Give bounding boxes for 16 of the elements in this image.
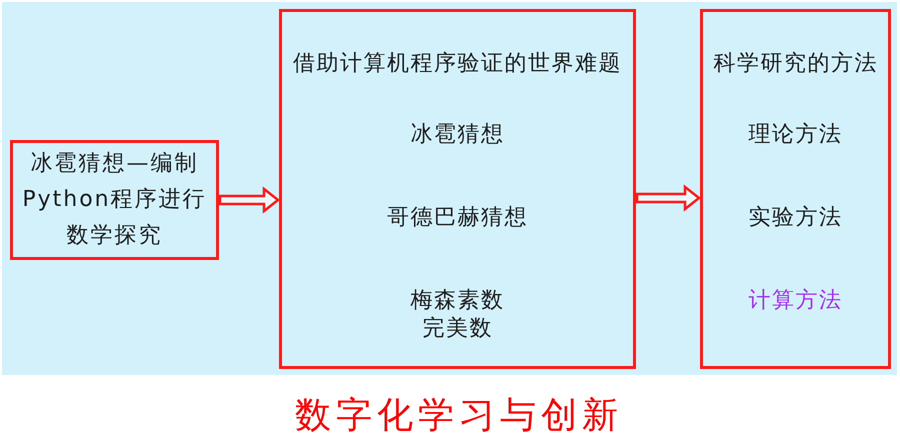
list-item: 冰雹猜想 (410, 121, 504, 149)
caption-text: 数字化学习与创新 (295, 395, 623, 437)
list-item: 理论方法 (748, 121, 842, 149)
list-item: 实验方法 (748, 204, 842, 232)
list-item: 完美数 (422, 315, 493, 343)
list-item: 哥德巴赫猜想 (387, 204, 528, 232)
list-item: 计算方法 (748, 287, 842, 315)
hollow-arrow (218, 186, 280, 214)
box-heading: 借助计算机程序验证的世界难题 (293, 50, 622, 78)
box-heading: 科学研究的方法 (713, 50, 878, 78)
outlined-box (279, 9, 636, 369)
list-item: 梅森素数 (410, 287, 504, 315)
outlined-box (700, 9, 891, 369)
outlined-box (10, 140, 219, 260)
box-text: 冰雹猜想—编制Python程序进行数学探究 (21, 150, 208, 250)
hollow-arrow (636, 184, 702, 212)
